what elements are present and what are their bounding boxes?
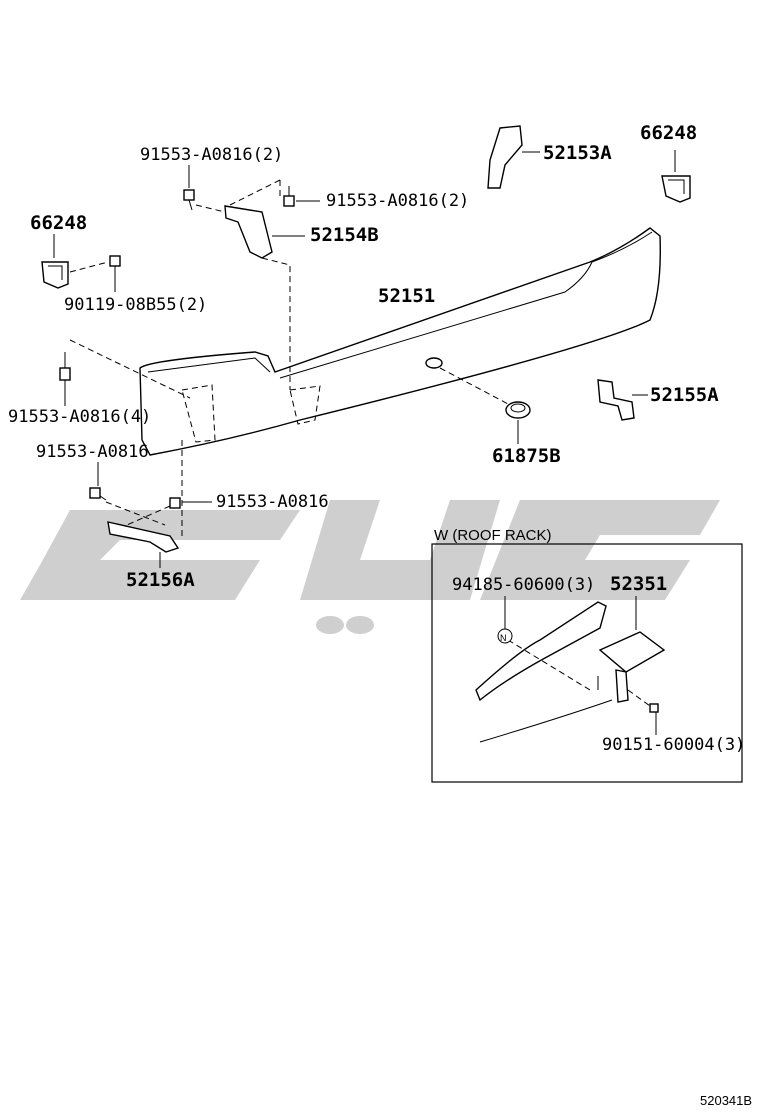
label-94185: 94185-60600(3) (452, 575, 595, 595)
label-90151: 90151-60004(3) (602, 735, 745, 755)
label-52154B: 52154B (310, 224, 379, 246)
bolt-91553-2-left (183, 165, 226, 213)
label-66248-top: 66248 (640, 122, 697, 144)
figure-code: 520341B (700, 1093, 752, 1108)
label-91553-4: 91553-A0816(4) (8, 407, 151, 427)
label-66248-left: 66248 (30, 212, 87, 234)
part-66248-top (661, 150, 691, 203)
label-52155A: 52155A (650, 384, 719, 406)
spoiler-52151 (139, 227, 661, 456)
label-91553-2-right: 91553-A0816(2) (326, 191, 469, 211)
part-52156A (107, 440, 183, 568)
bolt-91553-4 (59, 339, 191, 406)
part-66248-left (41, 234, 121, 292)
bolt-91553-b (119, 497, 212, 529)
label-52351: 52351 (610, 573, 667, 595)
bolt-91553-2-right (229, 179, 320, 207)
label-61875B: 61875B (492, 445, 561, 467)
part-61875B (439, 367, 531, 444)
watermark-logo (20, 500, 720, 634)
label-90119: 90119-08B55(2) (64, 295, 207, 315)
part-52154B (224, 205, 305, 390)
label-91553-b: 91553-A0816 (216, 492, 329, 512)
bolt-91553-a (89, 462, 166, 526)
inset-title: W (ROOF RACK) (434, 527, 552, 544)
label-52151: 52151 (378, 285, 435, 307)
label-52156A: 52156A (126, 569, 195, 591)
part-52153A (487, 125, 540, 189)
part-52155A (597, 379, 648, 421)
label-91553-a: 91553-A0816 (36, 442, 149, 462)
marker-n: N (500, 633, 507, 643)
label-91553-2-left: 91553-A0816(2) (140, 145, 283, 165)
inset-roof-rack (431, 543, 743, 783)
label-52153A: 52153A (543, 142, 612, 164)
